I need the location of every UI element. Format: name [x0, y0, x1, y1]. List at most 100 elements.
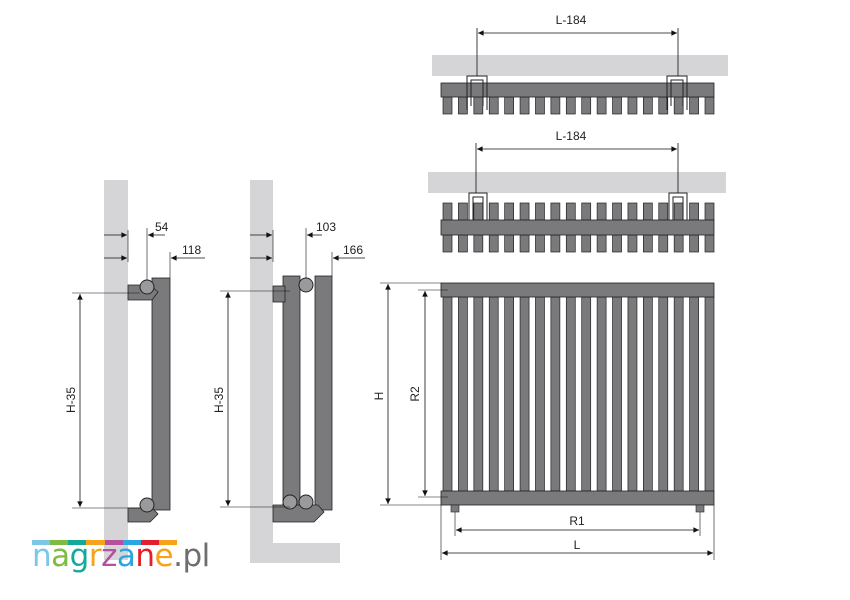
radiator-tube [519, 234, 530, 253]
radiator-tube [704, 96, 715, 115]
radiator-tube [565, 202, 576, 221]
radiator-tube [151, 277, 171, 511]
radiator-tube [504, 234, 514, 253]
radiator-tube [612, 96, 622, 115]
bottom-header [440, 490, 715, 506]
radiator-tube [473, 234, 484, 253]
radiator-tube [596, 202, 607, 221]
radiator-tube [643, 296, 653, 492]
dimension-label: L-184 [556, 13, 587, 27]
radiator-tube [535, 96, 545, 115]
radiator-tube [643, 96, 653, 115]
logo-letter: a [51, 538, 70, 574]
radiator-tube [488, 96, 499, 115]
radiator-tube [473, 296, 484, 492]
top-bracket [272, 285, 286, 303]
logo-color-segment [140, 540, 159, 545]
side-view-double: 103 166 H-35 [212, 180, 365, 563]
radiator-tube [689, 234, 699, 253]
top-view-double: L-184 [428, 129, 726, 253]
radiator-tube [627, 202, 638, 221]
radiator-tube [458, 296, 468, 492]
logo-letter: z [101, 538, 117, 574]
tube-group [442, 202, 715, 253]
pipe-end [139, 497, 155, 513]
radiator-tube [612, 202, 622, 221]
radiator-tube [627, 234, 638, 253]
nagrzane-logo[interactable]: nagrzane.pl [32, 538, 210, 574]
logo-letter: .pl [173, 538, 210, 574]
logo-color-segment [32, 540, 51, 545]
pipe-end [298, 494, 314, 510]
radiator-tube [673, 296, 684, 492]
radiator-tube-front [314, 275, 333, 511]
radiator-tube [504, 296, 514, 492]
wall-bracket [468, 192, 488, 220]
wall [104, 180, 128, 560]
radiator-tube [689, 202, 699, 221]
radiator-tube [442, 234, 453, 253]
radiator-tube [627, 96, 638, 115]
radiator-tube [442, 96, 453, 115]
foot [695, 504, 705, 513]
radiator-tube [550, 96, 561, 115]
radiator-tube [488, 202, 499, 221]
radiator-tube [442, 296, 453, 492]
radiator-tube [612, 296, 622, 492]
radiator-tube [504, 202, 514, 221]
logo-letter: r [88, 538, 102, 574]
wall [250, 180, 340, 563]
radiator-tube [581, 96, 592, 115]
radiator-tube [535, 202, 545, 221]
logo-letter: n [135, 538, 155, 574]
radiator-tube [596, 96, 607, 115]
radiator-tube [442, 202, 453, 221]
logo-color-segment [86, 540, 105, 545]
radiator-tube [504, 96, 514, 115]
radiator-tube [473, 96, 484, 115]
logo-color-segment [50, 540, 69, 545]
depth-outer-label: 118 [182, 243, 201, 257]
height-label: H-35 [212, 387, 226, 413]
radiator-tube [581, 296, 592, 492]
logo-color-segment [68, 540, 87, 545]
manifold [440, 82, 715, 98]
depth-inner-label: 54 [155, 220, 169, 234]
radiator-tube [519, 96, 530, 115]
radiator-tube [627, 296, 638, 492]
logo-letter: a [116, 538, 136, 574]
radiator-tube [565, 96, 576, 115]
r1-label: R1 [569, 514, 585, 528]
pipe-end [282, 494, 298, 510]
radiator-tube [550, 296, 561, 492]
radiator-tube [689, 296, 699, 492]
radiator-tube [458, 96, 468, 115]
radiator-tube [673, 234, 684, 253]
radiator-tube [519, 296, 530, 492]
front-view: H R2 R1 L [372, 282, 715, 560]
logo-letter: n [32, 538, 52, 574]
radiator-tube [535, 234, 545, 253]
tube-group [442, 96, 715, 115]
logo-letter: g [69, 538, 90, 574]
logo-letter: e [154, 538, 174, 574]
radiator-tube [673, 202, 684, 221]
wall [432, 55, 728, 76]
radiator-tube [673, 96, 684, 115]
radiator-tube [519, 202, 530, 221]
wall [428, 172, 726, 193]
radiator-tube [658, 234, 669, 253]
height-label: H [372, 392, 386, 401]
radiator-tube [643, 234, 653, 253]
depth-inner-label: 103 [316, 220, 336, 234]
radiator-tube [581, 234, 592, 253]
radiator-tube [704, 202, 715, 221]
radiator-tube [581, 202, 592, 221]
radiator-tube [704, 234, 715, 253]
pipe-end [298, 277, 314, 293]
dimension-label: L-184 [556, 129, 587, 143]
radiator-tube-back [282, 275, 301, 511]
depth-outer-label: 166 [343, 243, 363, 257]
wall-bracket [666, 75, 688, 110]
radiator-tube [458, 202, 468, 221]
